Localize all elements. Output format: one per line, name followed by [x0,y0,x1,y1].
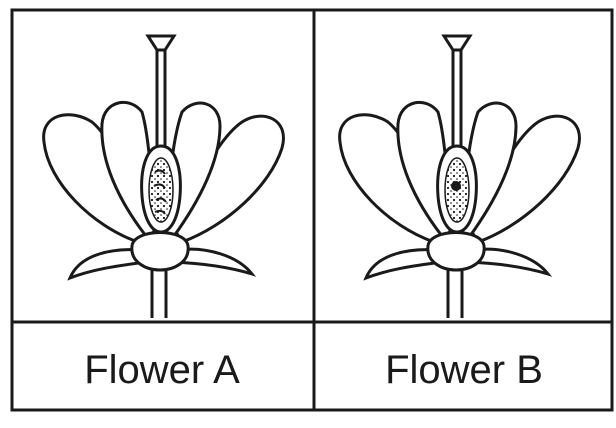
flower-a-label: Flower A [12,330,312,410]
flower-b-ovule [451,181,461,191]
flower-a-drawing [44,36,284,318]
flower-b-drawing [340,36,580,318]
flower-b-label: Flower B [316,330,612,410]
